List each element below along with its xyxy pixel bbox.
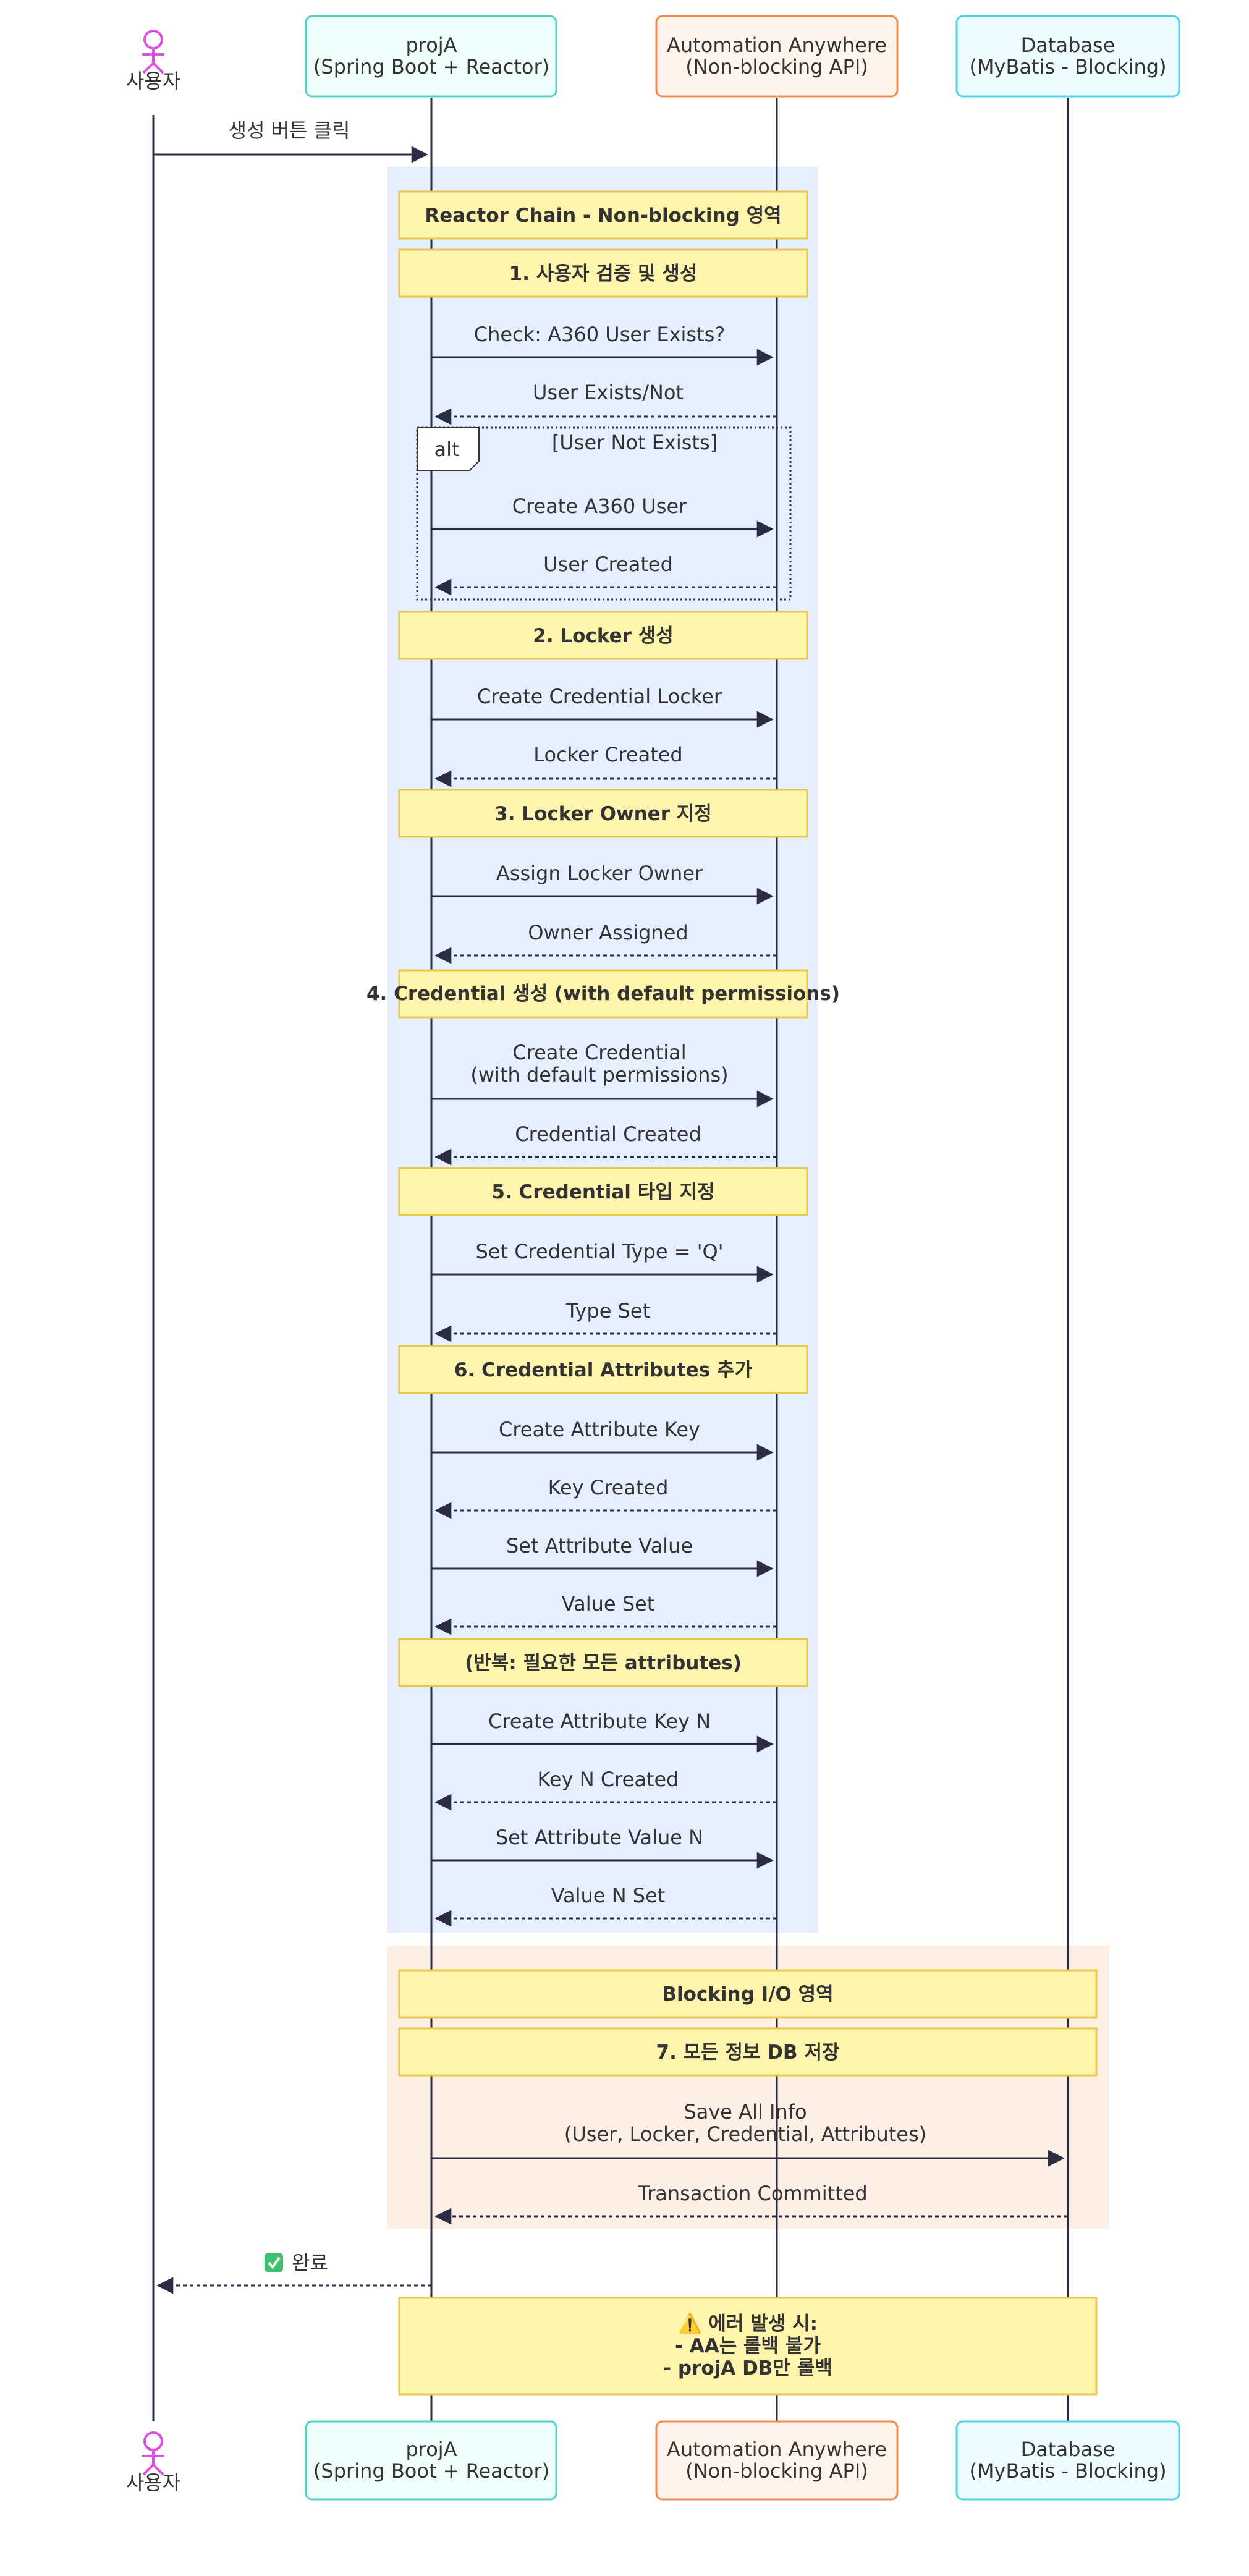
user-actor-top: 사용자 bbox=[126, 30, 180, 93]
note-step6: 6. Credential Attributes 추가 bbox=[398, 1345, 808, 1394]
note-error: ⚠️ 에러 발생 시: - AA는 롤백 불가 - projA DB만 롤백 bbox=[398, 2297, 1098, 2396]
msg-tx-committed-label: Transaction Committed bbox=[637, 2182, 867, 2205]
svg-text:(반복: 필요한 모든 attributes): (반복: 필요한 모든 attributes) bbox=[465, 1652, 742, 1674]
db-title: Database bbox=[1021, 33, 1116, 57]
svg-text:4. Credential 생성 (with default: 4. Credential 생성 (with default permissio… bbox=[366, 983, 840, 1005]
svg-text:3. Locker Owner 지정: 3. Locker Owner 지정 bbox=[494, 803, 712, 825]
note-error-line-1: ⚠️ 에러 발생 시: bbox=[678, 2312, 818, 2335]
alt-keyword: alt bbox=[434, 438, 459, 461]
msg-create-attr-key-label: Create Attribute Key bbox=[499, 1418, 700, 1441]
msg-create-locker-label: Create Credential Locker bbox=[477, 685, 722, 708]
projA-subtitle: (Spring Boot + Reactor) bbox=[313, 55, 549, 78]
db-participant-bottom: Database (MyBatis - Blocking) bbox=[955, 2420, 1180, 2501]
note-reactor-chain: Reactor Chain - Non-blocking 영역 bbox=[398, 190, 808, 240]
user-actor-icon bbox=[143, 2431, 163, 2451]
msg-set-attr-value-n-label: Set Attribute Value N bbox=[496, 1826, 703, 1849]
db-subtitle: (MyBatis - Blocking) bbox=[969, 55, 1166, 78]
note-step1: 1. 사용자 검증 및 생성 bbox=[398, 248, 808, 298]
svg-text:(Non-blocking API): (Non-blocking API) bbox=[685, 2459, 868, 2483]
msg-value-n-set-label: Value N Set bbox=[551, 1884, 666, 1907]
db-participant-top: Database (MyBatis - Blocking) bbox=[955, 15, 1180, 98]
projA-title: projA bbox=[405, 33, 457, 57]
projA-participant-top: projA (Spring Boot + Reactor) bbox=[305, 15, 557, 98]
msg-create-attr-key-n-label: Create Attribute Key N bbox=[488, 1710, 711, 1733]
note-step7: 7. 모든 정보 DB 저장 bbox=[398, 2027, 1098, 2077]
msg-owner-assigned-label: Owner Assigned bbox=[528, 921, 688, 944]
msg-credential-created-label: Credential Created bbox=[515, 1122, 701, 1146]
msg-set-type-label: Set Credential Type = 'Q' bbox=[475, 1240, 723, 1263]
note-blocking-io: Blocking I/O 영역 bbox=[398, 1969, 1098, 2019]
svg-text:1. 사용자 검증 및 생성: 1. 사용자 검증 및 생성 bbox=[509, 263, 698, 285]
msg-user-exists-label: User Exists/Not bbox=[533, 381, 684, 404]
msg-create-credential-label-1: Create Credential bbox=[512, 1041, 686, 1064]
msg-click-label: 생성 버튼 클릭 bbox=[229, 119, 350, 142]
note-step2: 2. Locker 생성 bbox=[398, 611, 808, 660]
user-actor-label: 사용자 bbox=[126, 69, 180, 93]
svg-text:Automation Anywhere: Automation Anywhere bbox=[667, 2438, 887, 2461]
msg-key-created-label: Key Created bbox=[548, 1476, 669, 1499]
svg-text:7. 모든 정보 DB 저장: 7. 모든 정보 DB 저장 bbox=[656, 2041, 840, 2064]
svg-text:Reactor Chain - Non-blocking 영: Reactor Chain - Non-blocking 영역 bbox=[425, 205, 781, 227]
alt-condition: [User Not Exists] bbox=[552, 431, 718, 454]
note-step3: 3. Locker Owner 지정 bbox=[398, 789, 808, 838]
user-actor-label-bottom: 사용자 bbox=[126, 2471, 180, 2494]
svg-text:(MyBatis - Blocking): (MyBatis - Blocking) bbox=[969, 2459, 1166, 2483]
msg-set-attr-value-label: Set Attribute Value bbox=[506, 1534, 693, 1557]
svg-text:projA: projA bbox=[405, 2438, 457, 2461]
aa-subtitle: (Non-blocking API) bbox=[685, 55, 868, 78]
msg-key-n-created-label: Key N Created bbox=[538, 1768, 679, 1791]
note-error-line-2: - AA는 롤백 불가 bbox=[675, 2335, 821, 2357]
msg-create-credential-label-2: (with default permissions) bbox=[470, 1063, 728, 1087]
aa-participant-top: Automation Anywhere (Non-blocking API) bbox=[655, 15, 899, 98]
note-step4: 4. Credential 생성 (with default permissio… bbox=[366, 969, 840, 1019]
done-check-icon bbox=[265, 2253, 283, 2272]
svg-text:Blocking I/O 영역: Blocking I/O 영역 bbox=[662, 1983, 833, 2006]
svg-text:Database: Database bbox=[1021, 2438, 1116, 2461]
msg-type-set-label: Type Set bbox=[565, 1299, 650, 1323]
msg-done-label: 완료 bbox=[292, 2251, 328, 2274]
msg-save-all-label-2: (User, Locker, Credential, Attributes) bbox=[564, 2122, 926, 2146]
msg-save-all-label-1: Save All Info bbox=[684, 2100, 807, 2124]
note-step5: 5. Credential 타입 지정 bbox=[398, 1167, 808, 1216]
note-repeat: (반복: 필요한 모든 attributes) bbox=[398, 1638, 808, 1687]
alt-fragment: alt [User Not Exists] bbox=[416, 426, 792, 601]
svg-text:5. Credential 타입 지정: 5. Credential 타입 지정 bbox=[491, 1181, 714, 1203]
aa-participant-bottom: Automation Anywhere (Non-blocking API) bbox=[655, 2420, 899, 2501]
svg-text:(Spring Boot + Reactor): (Spring Boot + Reactor) bbox=[313, 2459, 549, 2483]
svg-text:2. Locker 생성: 2. Locker 생성 bbox=[533, 625, 674, 647]
msg-assign-owner-label: Assign Locker Owner bbox=[496, 862, 703, 885]
aa-title: Automation Anywhere bbox=[667, 33, 887, 57]
svg-text:6. Credential Attributes 추가: 6. Credential Attributes 추가 bbox=[454, 1359, 753, 1381]
user-actor-icon bbox=[143, 30, 163, 49]
msg-value-set-label: Value Set bbox=[562, 1592, 655, 1616]
projA-participant-bottom: projA (Spring Boot + Reactor) bbox=[305, 2420, 557, 2501]
msg-check-user-label: Check: A360 User Exists? bbox=[474, 323, 726, 346]
msg-user-created-label: User Created bbox=[543, 553, 673, 576]
note-error-line-3: - projA DB만 롤백 bbox=[663, 2357, 832, 2379]
user-actor-bottom: 사용자 bbox=[126, 2431, 180, 2494]
msg-locker-created-label: Locker Created bbox=[533, 743, 682, 766]
msg-create-user-label: Create A360 User bbox=[512, 494, 687, 518]
